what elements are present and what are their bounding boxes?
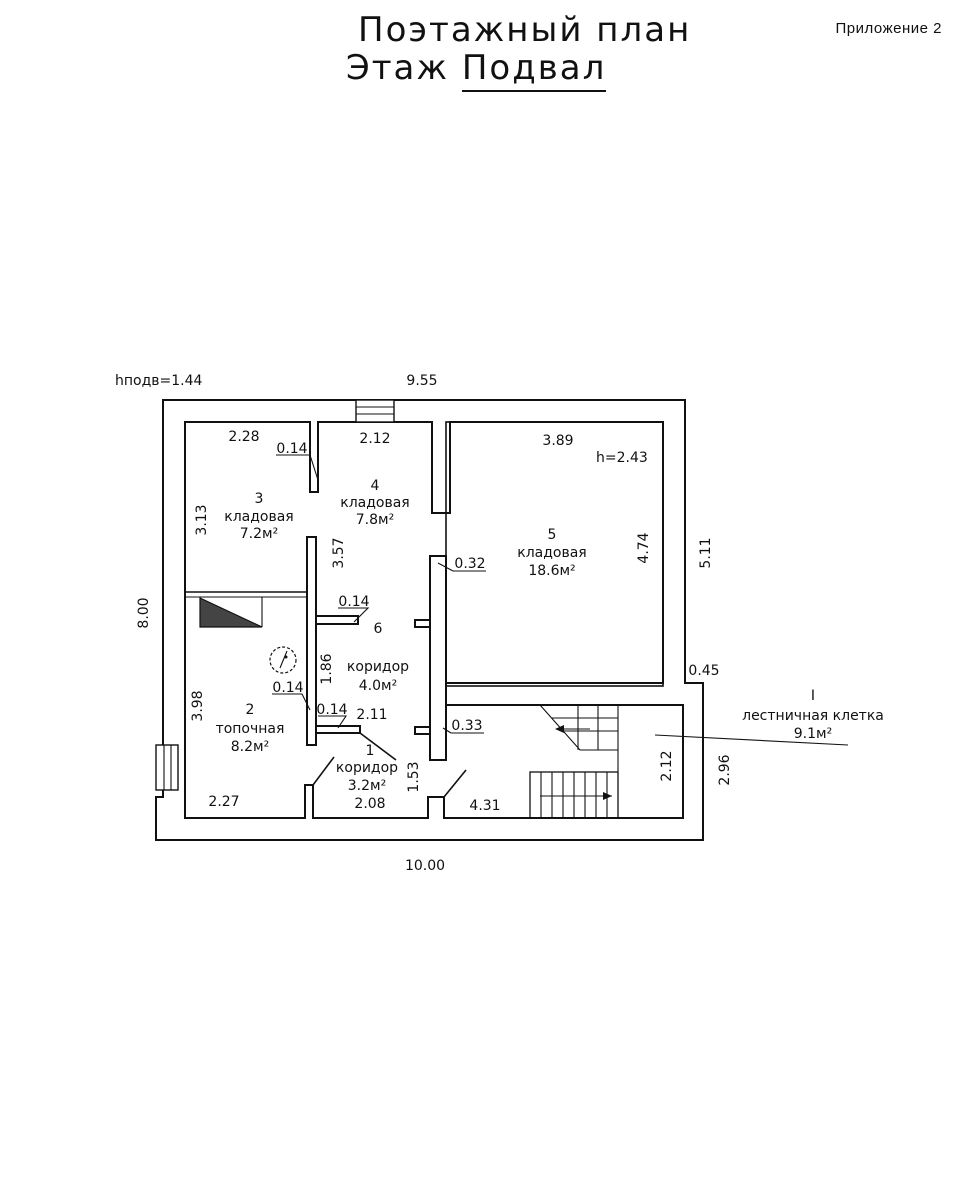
dim-room3-width: 2.28: [228, 429, 259, 445]
svg-text:9.1м²: 9.1м²: [794, 726, 832, 742]
floor-heading: Этаж Подвал: [346, 48, 607, 92]
dim-right-offset: 0.45: [688, 663, 719, 679]
dim-corridor1-depth: 1.53: [406, 761, 422, 792]
door-swing: [359, 732, 397, 761]
dim-stair-width: 4.31: [469, 798, 500, 814]
room-height: h=2.43: [596, 450, 648, 466]
floor-label: Этаж: [346, 48, 450, 88]
svg-text:4: 4: [371, 478, 380, 494]
wall-stub-right-upper: [414, 619, 431, 628]
svg-text:3: 3: [255, 491, 264, 507]
dim-corridor1-top: 2.11: [356, 707, 387, 723]
staircase: [529, 704, 619, 819]
svg-text:I: I: [811, 688, 815, 704]
leader-line: [654, 734, 849, 746]
dim-right-upper: 5.11: [698, 537, 714, 568]
svg-text:кладовая: кладовая: [224, 509, 293, 525]
window-top: [355, 399, 395, 423]
stair-room-label: I лестничная клетка 9.1м²: [742, 688, 884, 742]
wall-room5-frame: [445, 421, 664, 687]
room-5-label: 5 кладовая 18.6м²: [517, 527, 586, 579]
svg-text:7.2м²: 7.2м²: [240, 526, 278, 542]
dim-wall-b: 0.14: [338, 594, 369, 610]
svg-text:6: 6: [374, 621, 383, 637]
door-swing: [312, 756, 335, 786]
svg-text:5: 5: [548, 527, 557, 543]
room-3-label: 3 кладовая 7.2м²: [224, 491, 293, 542]
dim-room5-width: 3.89: [542, 433, 573, 449]
svg-text:коридор: коридор: [347, 659, 409, 675]
floor-value: Подвал: [461, 48, 607, 92]
dim-wall-e: 0.32: [454, 556, 485, 572]
basement-height: hподв=1.44: [115, 373, 203, 389]
dim-overall-left: 8.00: [136, 597, 152, 628]
svg-text:7.8м²: 7.8м²: [356, 512, 394, 528]
svg-text:4.0м²: 4.0м²: [359, 678, 397, 694]
dim-stair-depth: 2.12: [659, 750, 675, 781]
gas-meter-icon: [269, 646, 297, 674]
svg-text:3.2м²: 3.2м²: [348, 778, 386, 794]
wall-stub-right-lower: [414, 726, 431, 735]
dim-room2-depth: 3.98: [190, 690, 206, 721]
svg-text:18.6м²: 18.6м²: [528, 563, 575, 579]
wall-corridor-west: [306, 536, 317, 746]
svg-text:коридор: коридор: [336, 760, 398, 776]
window-left: [155, 744, 179, 791]
room-4-label: 4 кладовая 7.8м²: [340, 478, 409, 528]
dim-overall-bottom: 10.00: [405, 858, 445, 874]
svg-text:кладовая: кладовая: [340, 495, 409, 511]
dim-overall-top: 9.55: [406, 373, 437, 389]
boiler-equipment: [199, 597, 263, 628]
dim-wall-a: 0.14: [276, 441, 307, 457]
dim-room4-depth: 3.57: [331, 537, 347, 568]
svg-text:8.2м²: 8.2м²: [231, 739, 269, 755]
wall-corridor-east: [429, 555, 447, 761]
wall-stub-lower: [315, 725, 361, 734]
svg-text:лестничная клетка: лестничная клетка: [742, 708, 884, 724]
dim-room3-depth: 3.13: [194, 504, 210, 535]
svg-text:2: 2: [246, 702, 255, 718]
appendix-label: Приложение 2: [835, 20, 942, 37]
svg-text:1: 1: [366, 743, 375, 759]
dim-corridor6-depth: 1.86: [319, 653, 335, 684]
dim-wall-c: 0.14: [272, 680, 303, 696]
dim-corridor1-bottom: 2.08: [354, 796, 385, 812]
svg-text:кладовая: кладовая: [517, 545, 586, 561]
room-2-label: 2 топочная 8.2м²: [216, 702, 285, 755]
dim-room5-depth: 4.74: [636, 532, 652, 563]
svg-text:топочная: топочная: [216, 721, 285, 737]
plan-title: Поэтажный план: [358, 10, 692, 50]
dim-wall-d: 0.14: [316, 702, 347, 718]
room-1-label: 1 коридор 3.2м²: [336, 743, 398, 794]
room-6-label: 6 коридор 4.0м²: [347, 621, 409, 694]
dim-wall-f: 0.33: [451, 718, 482, 734]
wall-stub-upper: [315, 615, 359, 625]
dim-right-lower: 2.96: [717, 754, 733, 785]
dim-room2-width: 2.27: [208, 794, 239, 810]
dim-room4-width: 2.12: [359, 431, 390, 447]
door-swing: [443, 769, 467, 798]
